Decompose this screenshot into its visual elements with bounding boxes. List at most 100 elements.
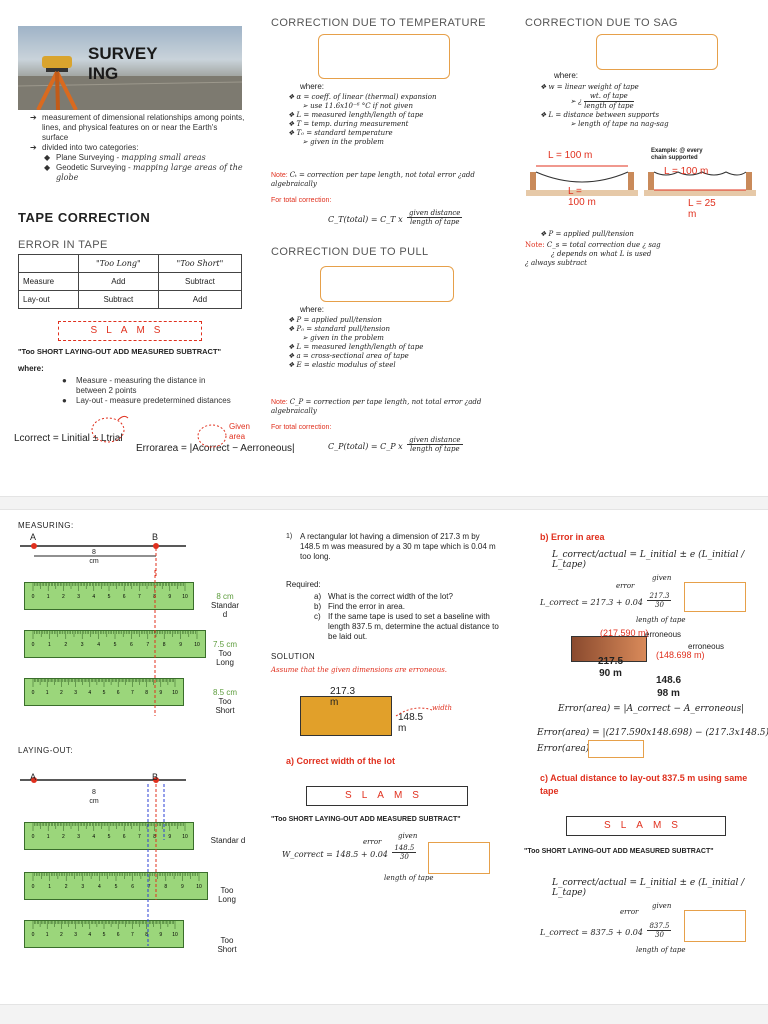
given-tag-c: given [652,902,672,910]
ruler-number: 9 [159,690,162,696]
point-a: A [30,532,37,542]
definitions-list: ●Measure - measuring the distance in bet… [62,376,232,406]
table-row: "Too Long" "Too Short" [18,254,243,273]
sag-items: ❖ w = linear weight of tape ➢ ¿ wt. of t… [540,83,750,129]
ruler-number: 3 [81,642,84,648]
error-area-formula: Errorarea = |Acorrect − Aerroneous| [136,443,295,454]
temp-note: Note: Cₜ = correction per tape length, n… [271,171,475,188]
table-row: Lay-out Subtract Add [18,290,243,309]
ruler-number: 0 [32,884,35,890]
ruler-number: 10 [194,642,200,648]
ruler-number: 10 [172,690,178,696]
point-b: B [152,532,159,542]
rect2-width: (217.590 m) [600,628,649,638]
ruler-number: 6 [117,690,120,696]
pull-total-label: For total correction: [271,424,332,431]
length-of-tape-a: length of tape [384,874,434,882]
error-area-blank-label: Error(area) = [537,744,600,754]
ruler-number: 4 [88,690,91,696]
ruler-number: 8 [164,884,167,890]
ruler-number: 9 [168,834,171,840]
ruler-number: 3 [81,884,84,890]
ruler-number: 8 [145,932,148,938]
ruler-number: 1 [47,594,50,600]
given-tag-b: given [652,574,672,582]
ruler-number: 7 [146,642,149,648]
part-b-title: b) Error in area [540,532,605,542]
slams-box-a: SLAMS [306,786,468,806]
temp-items: ❖ α = coeff. of linear (thermal) expansi… [288,93,508,147]
ruler-number: 0 [32,690,35,696]
arrow-icon: ➔ [30,143,37,152]
list-item: ❖ L = measured length/length of tape [288,343,424,351]
pull-title: CORRECTION DUE TO PULL [271,246,429,258]
answer-box-c [684,910,746,942]
list-item: c)If the same tape is used to set a base… [314,612,499,641]
sag-example: Example: @ every chain supported [651,148,703,161]
required-list: a)What is the correct width of the lot? … [314,592,504,642]
ruler-number: 5 [115,884,118,890]
list-item: ❖ T₀ = standard temperature [288,129,393,137]
list-item: b)Find the error in area. [314,602,405,611]
ruler-number: 1 [48,642,51,648]
list-item: ➢ given in the problem [302,138,384,146]
ruler-number: 6 [130,642,133,648]
ruler-number: 6 [123,594,126,600]
ruler-number: 7 [131,932,134,938]
length-of-tape-b: length of tape [636,616,686,624]
given-annotation [197,424,227,448]
answer-box-error [588,740,644,758]
ruler-number: 5 [103,690,106,696]
ruler-number: 7 [131,690,134,696]
list-item: ❖ P = applied pull/tension [288,316,382,324]
ruler-number: 4 [98,884,101,890]
diamond-icon: ◆ [44,163,51,172]
ruler-number: 9 [181,884,184,890]
rect2-height: (148.698 m) [656,650,705,660]
sag-fig1-bottom: L = 100 m [568,186,596,208]
error-area-calc: Error(area) = |(217.590x148.698) − (217.… [537,728,768,738]
problem-text: A rectangular lot having a dimension of … [300,532,496,561]
assumption: Assume that the given dimensions are err… [271,666,448,674]
pull-where: where: [300,305,325,314]
rect2-erroneous-2: erroneous [688,642,725,651]
ruler-number: 2 [60,690,63,696]
point-b-layout: B [152,772,159,782]
page-gap [0,496,768,510]
answer-box-a [428,842,490,874]
ruler-number: 4 [92,594,95,600]
banner-title-1: SURVEY [88,44,158,63]
temp-total-label: For total correction: [271,197,332,204]
pull-note: Note: C_P = correction per tape length, … [271,398,482,415]
ruler-number: 2 [64,642,67,648]
rect2-erroneous-1: erroneous [645,630,682,639]
ruler-number: 2 [65,884,68,890]
layout-drop-lines [147,784,165,946]
list-item: ➢ given in the problem [302,334,384,342]
temp-where: where: [300,82,325,91]
ruler-number: 2 [62,594,65,600]
sag-title: CORRECTION DUE TO SAG [525,17,678,29]
ruler-number: 9 [168,594,171,600]
ruler-number: 7 [138,594,141,600]
ruler-number: 6 [117,932,120,938]
ruler-label-standard: 8 cm Standar d [210,592,240,619]
lcorrect-general-c: L_correct/actual = L_initial ± e (L_init… [552,878,745,898]
dist-label-layout: 8 cm [89,789,99,805]
problem-number: 1) [286,533,293,540]
ruler-number: 8 [145,690,148,696]
sag-where: where: [554,71,579,80]
ruler-number: 4 [97,642,100,648]
error-tag-b: error [616,582,635,590]
ruler-number: 3 [77,834,80,840]
layout-label-too-short: Too Short [217,936,237,954]
ruler-number: 10 [172,932,178,938]
